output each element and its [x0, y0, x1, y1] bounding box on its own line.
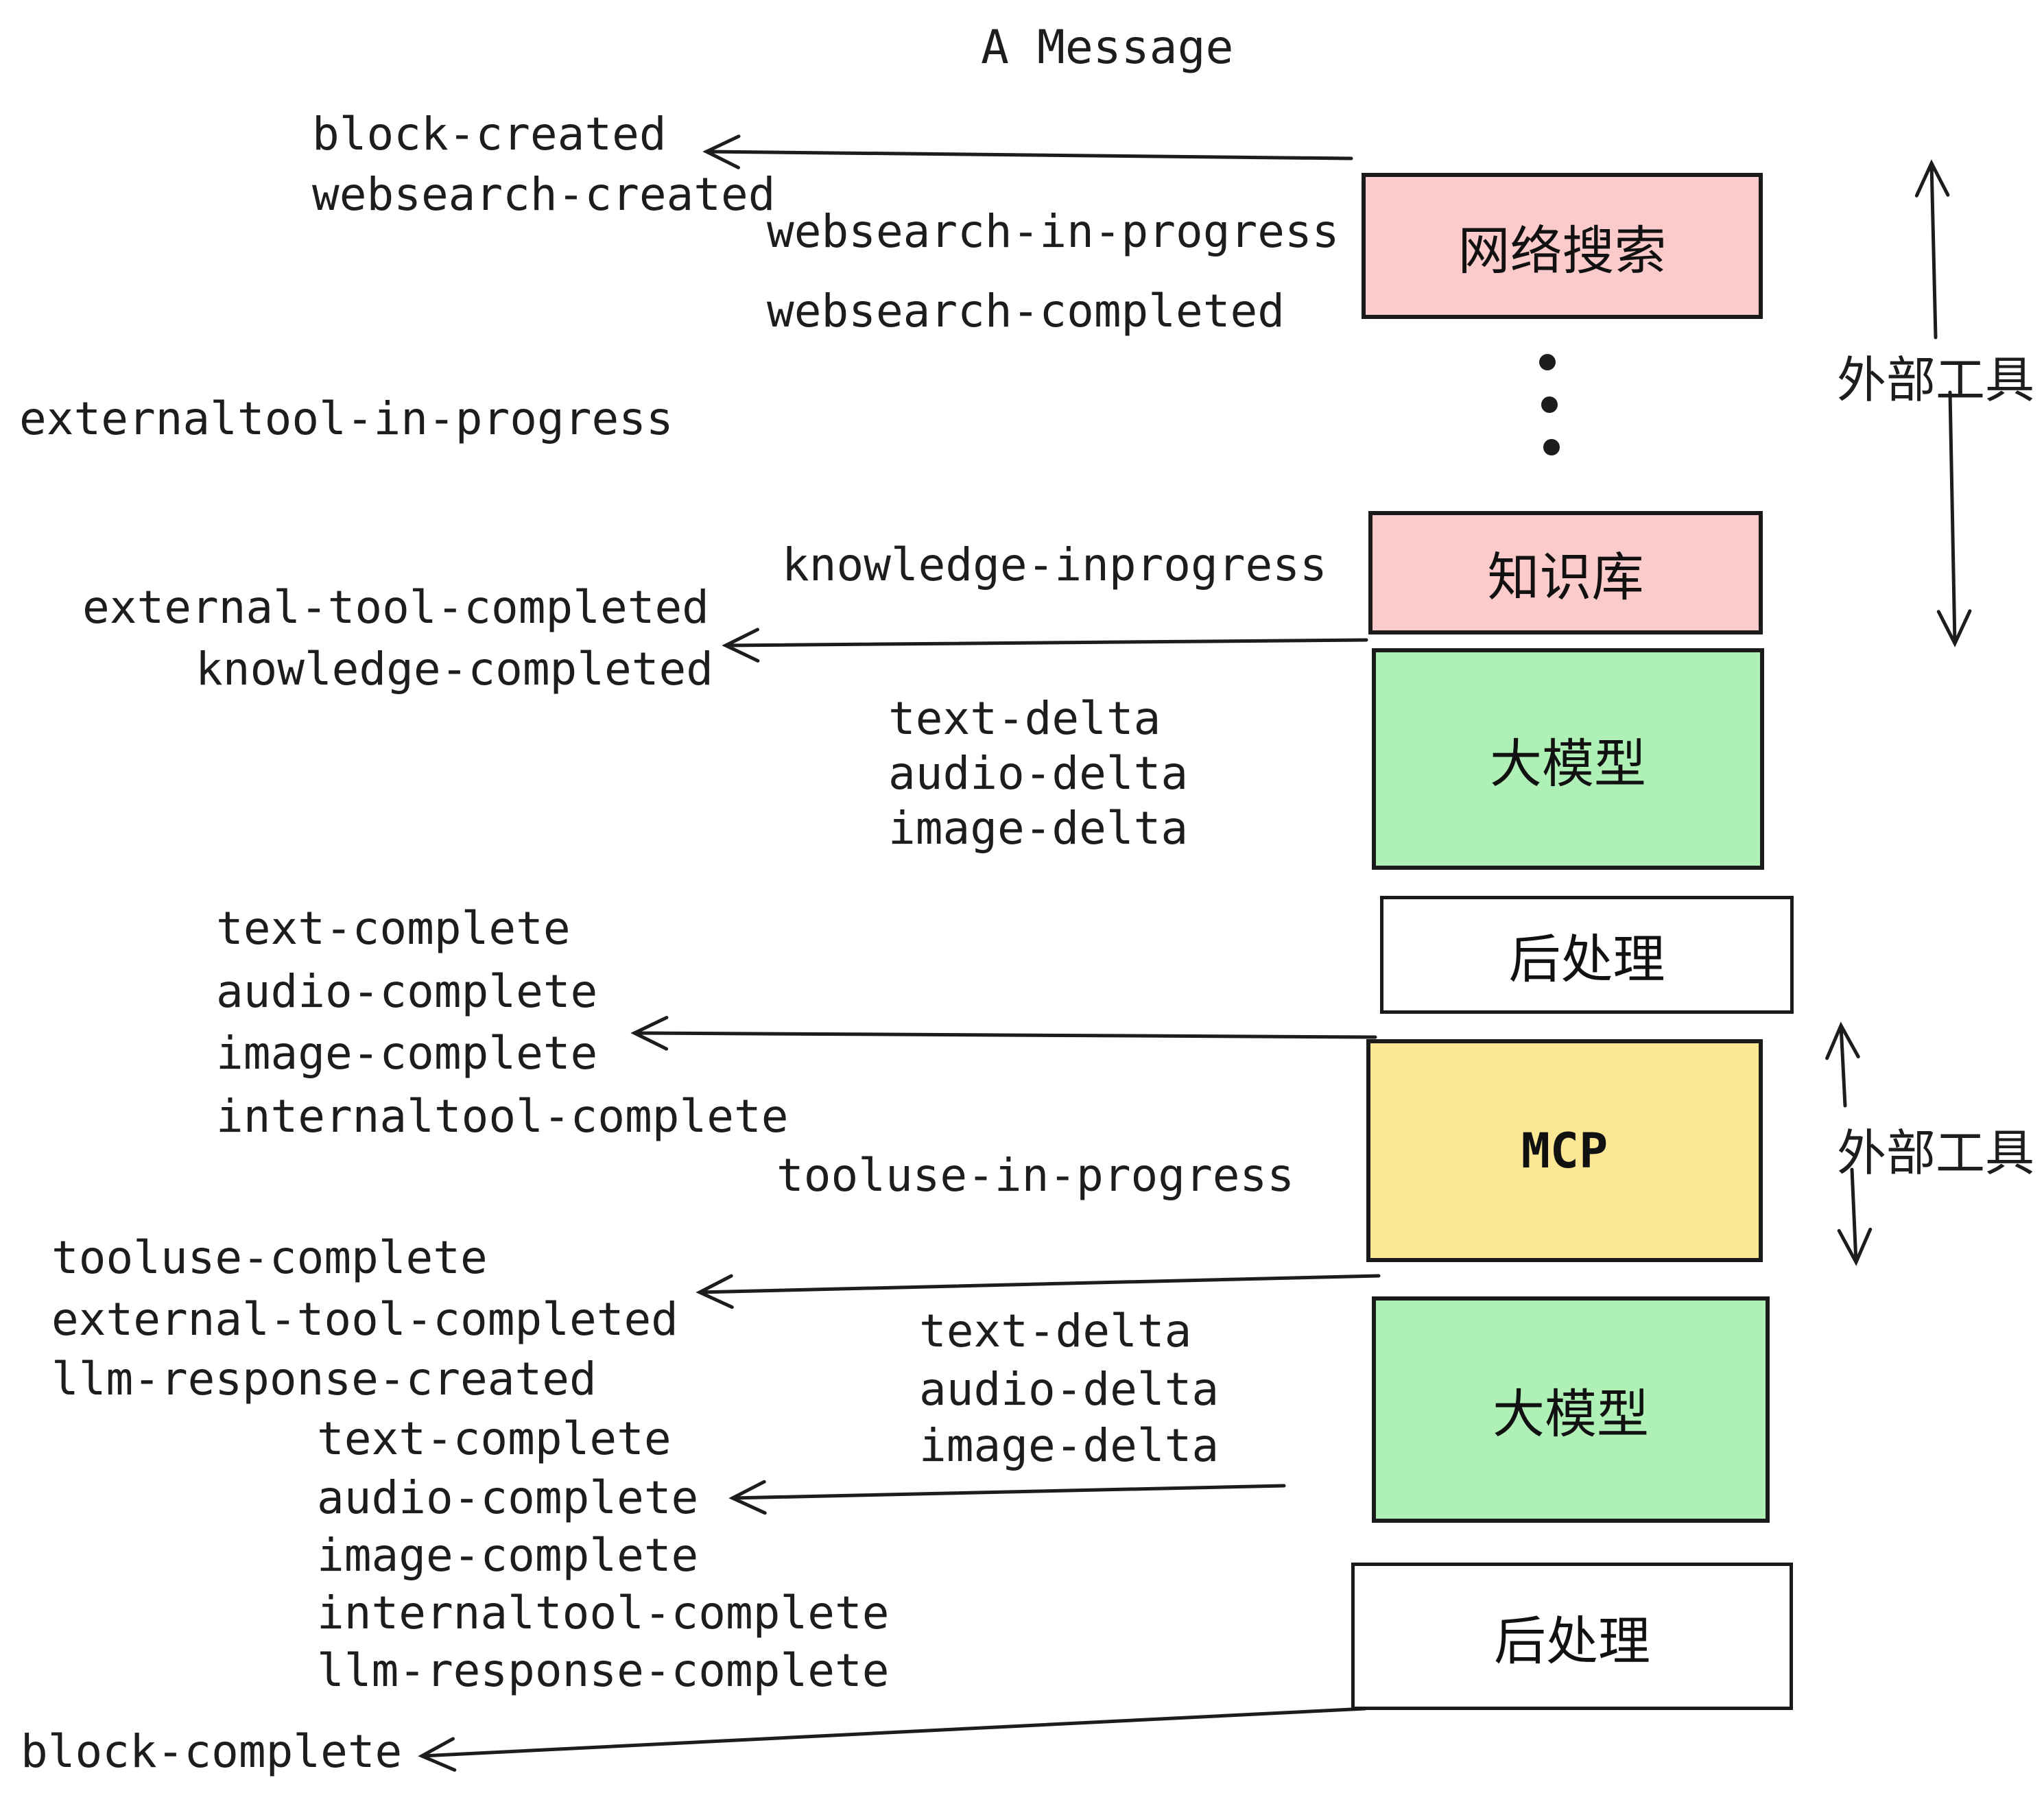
- down-arrow-external-tools-1: [1936, 390, 1972, 648]
- event-text-complete: text-complete: [216, 902, 571, 955]
- event-knowledge-completed: knowledge-completed: [195, 643, 713, 696]
- left-arrow-to-knowledge-completed: [722, 628, 1368, 663]
- event-image-delta-2: image-delta: [919, 1419, 1220, 1472]
- event-image-complete: image-complete: [216, 1027, 598, 1080]
- down-arrow-external-tools-2: [1837, 1167, 1873, 1266]
- box-mcp-label: MCP: [1521, 1122, 1608, 1179]
- box-postprocess-2: 后处理: [1351, 1563, 1793, 1710]
- vertical-ellipsis-dot: [1539, 354, 1556, 370]
- event-block-complete: block-complete: [21, 1725, 403, 1778]
- event-audio-complete-2: audio-complete: [317, 1471, 699, 1524]
- event-audio-delta-2: audio-delta: [919, 1363, 1220, 1416]
- event-text-complete-2: text-complete: [317, 1412, 672, 1465]
- event-external-tool-completed: external-tool-completed: [82, 581, 709, 634]
- event-knowledge-inprogress: knowledge-inprogress: [782, 538, 1327, 591]
- event-llm-response-complete: llm-response-complete: [317, 1644, 890, 1697]
- box-knowledge: 知识库: [1368, 511, 1763, 634]
- event-llm-response-created: llm-response-created: [51, 1353, 597, 1405]
- event-audio-delta: audio-delta: [888, 747, 1189, 800]
- vertical-ellipsis-dot: [1541, 396, 1558, 413]
- event-image-delta: image-delta: [888, 802, 1189, 855]
- box-postprocess-2-label: 后处理: [1494, 1612, 1650, 1671]
- event-text-delta-2: text-delta: [919, 1305, 1192, 1357]
- external-tools-label-top: 外部工具: [1837, 353, 2035, 408]
- event-externaltool-in-progress: externaltool-in-progress: [19, 392, 674, 445]
- event-block-created: block-created: [312, 108, 667, 161]
- left-arrow-to-audio-complete: [728, 1480, 1286, 1515]
- event-audio-complete: audio-complete: [216, 965, 598, 1018]
- left-arrow-to-block-complete: [418, 1707, 1367, 1772]
- diagram-title: A Message: [981, 21, 1234, 75]
- event-tooluse-complete: tooluse-complete: [51, 1231, 488, 1284]
- box-llm-1: 大模型: [1372, 648, 1764, 870]
- box-mcp: MCP: [1366, 1039, 1763, 1262]
- box-postprocess-1-label: 后处理: [1508, 931, 1665, 989]
- box-websearch-label: 网络搜索: [1458, 222, 1667, 281]
- vertical-ellipsis-dot: [1543, 439, 1560, 455]
- up-arrow-external-tools-2: [1825, 1021, 1860, 1108]
- box-llm-2: 大模型: [1372, 1296, 1770, 1523]
- event-websearch-completed: websearch-completed: [767, 285, 1285, 337]
- event-text-delta: text-delta: [888, 692, 1161, 745]
- event-image-complete-2: image-complete: [317, 1529, 699, 1582]
- event-internaltool-complete-2: internaltool-complete: [317, 1587, 890, 1639]
- left-arrow-to-block-created: [702, 134, 1353, 169]
- box-knowledge-label: 知识库: [1487, 549, 1644, 607]
- box-llm-1-label: 大模型: [1490, 735, 1646, 794]
- event-tooluse-in-progress: tooluse-in-progress: [776, 1149, 1294, 1202]
- event-websearch-created: websearch-created: [312, 168, 776, 221]
- event-external-tool-completed-2: external-tool-completed: [51, 1293, 678, 1346]
- external-tools-label-bottom: 外部工具: [1837, 1126, 2035, 1181]
- event-websearch-in-progress: websearch-in-progress: [767, 205, 1340, 258]
- up-arrow-external-tools-1: [1914, 159, 1950, 340]
- box-websearch: 网络搜索: [1362, 173, 1763, 319]
- left-arrow-to-tooluse-complete: [696, 1274, 1381, 1309]
- left-arrow-to-image-complete: [630, 1016, 1377, 1051]
- box-llm-2-label: 大模型: [1493, 1386, 1649, 1444]
- event-internaltool-complete: internaltool-complete: [216, 1090, 789, 1143]
- box-postprocess-1: 后处理: [1380, 896, 1794, 1014]
